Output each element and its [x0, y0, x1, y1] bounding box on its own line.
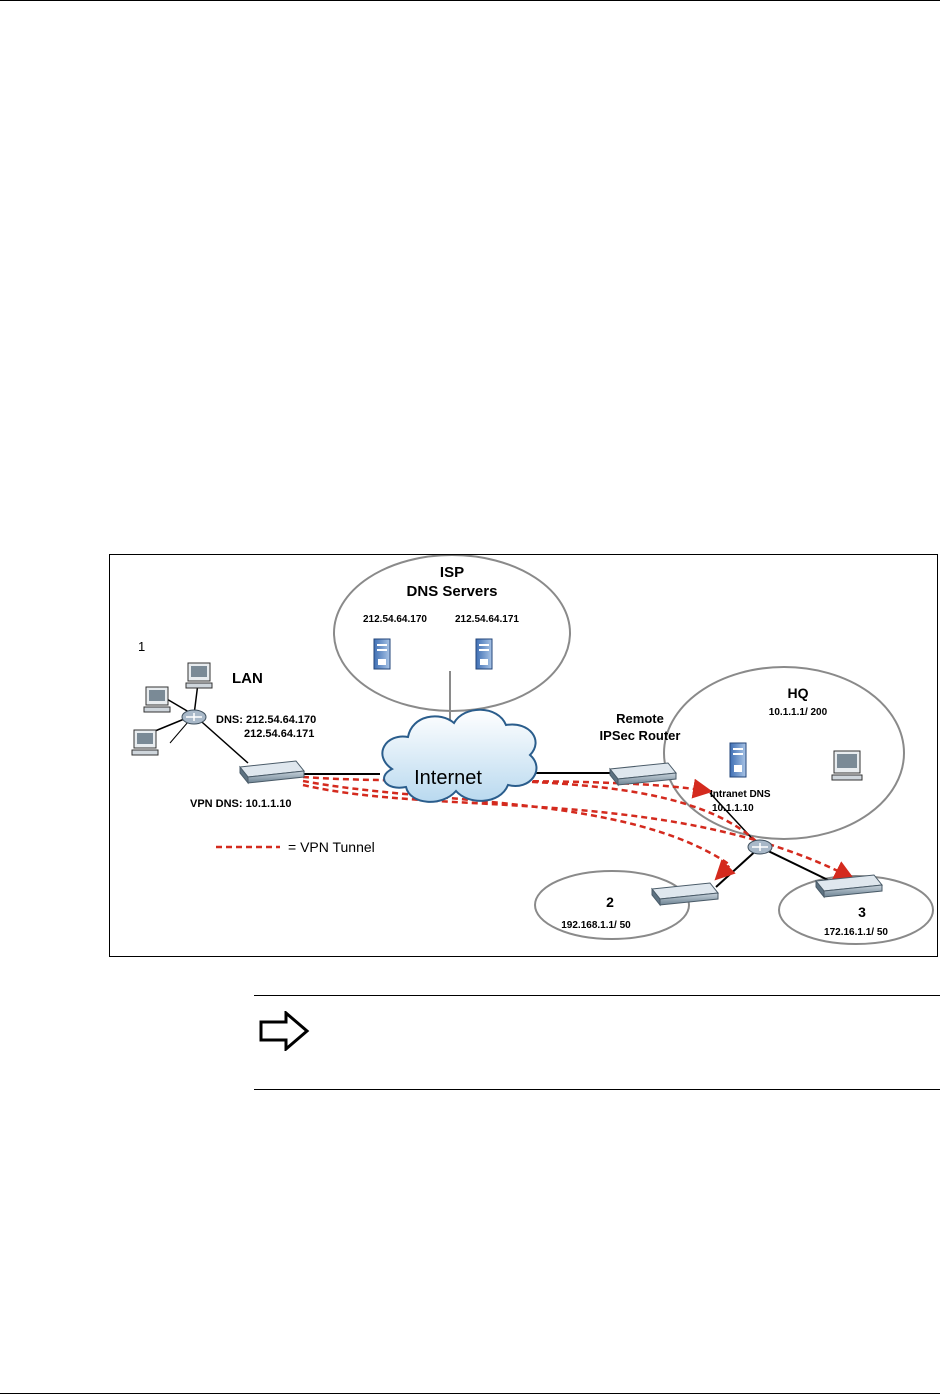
internet-cloud	[381, 708, 538, 803]
isp-title: ISP	[440, 564, 464, 581]
hq-title: HQ	[788, 685, 809, 701]
isp-dns-server-icon	[373, 638, 391, 670]
vpn-dns-network-diagram: 1 ISP DNS Servers 212.54.64.170 212.54.6…	[109, 554, 938, 957]
intranet-dns-label: Intranet DNS	[710, 789, 771, 800]
isp-subtitle: DNS Servers	[407, 583, 498, 600]
lan-pc-icon	[131, 729, 159, 756]
hq-network-group	[663, 666, 905, 840]
internet-label: Internet	[414, 767, 482, 789]
site2-network-group	[534, 870, 690, 940]
intranet-dns-ip: 10.1.1.10	[712, 803, 754, 814]
site3-subnet: 172.16.1.1/ 50	[824, 927, 888, 938]
lan-title: LAN	[232, 670, 263, 687]
lan-dns-primary: DNS: 212.54.64.170	[216, 714, 316, 726]
right-arrow-outline-icon	[258, 1009, 310, 1056]
site2-subnet: 192.168.1.1/ 50	[561, 920, 631, 931]
isp-server2-ip: 212.54.64.171	[455, 614, 519, 625]
lan-pc-icon	[143, 686, 171, 713]
lan-dns-secondary: 212.54.64.171	[244, 728, 314, 740]
lan-pc-icon	[185, 662, 213, 689]
footer-rule	[0, 1393, 940, 1394]
site3-number: 3	[858, 904, 866, 920]
remote-ipsec-router	[609, 762, 677, 787]
site2-router	[651, 882, 719, 907]
lan-hub-icon	[181, 709, 207, 725]
note-top-rule	[254, 995, 940, 996]
hq-pc-icon	[831, 750, 863, 781]
vpn-dns-label: VPN DNS: 10.1.1.10	[190, 798, 292, 810]
hq-subnet: 10.1.1.1/ 200	[769, 707, 828, 718]
site3-router	[815, 874, 883, 899]
remote-router-label-line1: Remote	[616, 711, 664, 726]
legend-label: = VPN Tunnel	[288, 839, 375, 855]
hq-hub-icon	[747, 839, 773, 855]
remote-router-label-line2: IPSec Router	[600, 728, 681, 743]
header-rule	[0, 0, 940, 1]
isp-server1-ip: 212.54.64.170	[363, 614, 427, 625]
isp-dns-server-icon	[475, 638, 493, 670]
site2-number: 2	[606, 894, 614, 910]
site3-network-group	[778, 875, 934, 945]
intranet-dns-server-icon	[729, 742, 747, 778]
note-bottom-rule	[254, 1089, 940, 1090]
isp-dns-servers-group	[333, 555, 571, 712]
diagram-marker: 1	[138, 639, 145, 654]
local-vpn-router	[239, 760, 305, 785]
